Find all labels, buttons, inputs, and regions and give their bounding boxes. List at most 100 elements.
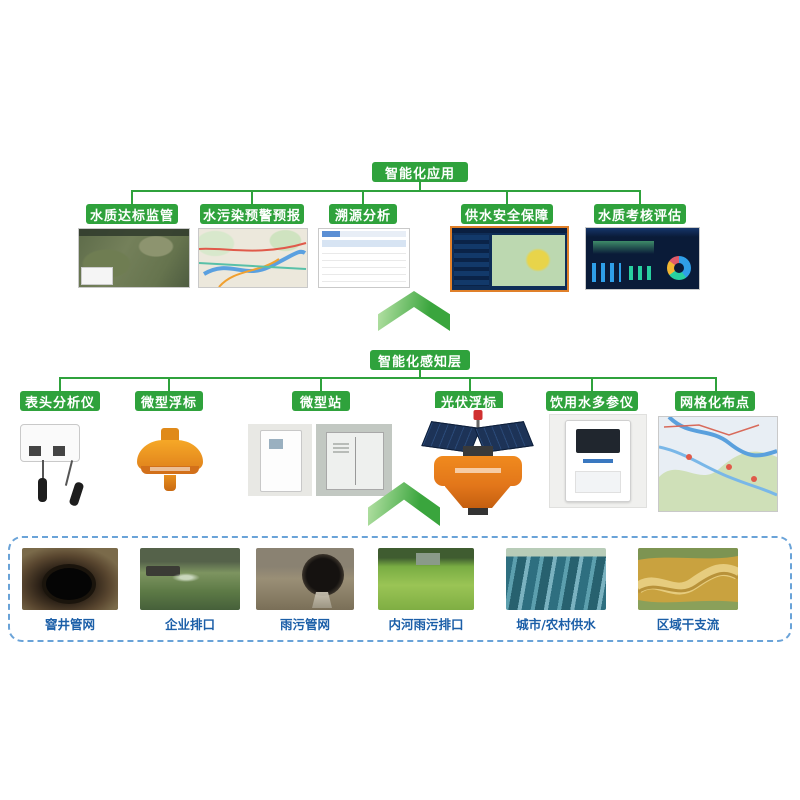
donut-hole-shape [674,263,685,274]
analyzer-port-shape [29,446,41,456]
buoy-stem-shape [164,475,176,491]
buoy-neck-shape [462,446,493,457]
micro-buoy-image [124,420,216,502]
probe-shape [38,478,47,502]
assessment-dashboard-screenshot [585,227,700,290]
connector-line [469,377,471,391]
sensor-item-micro-station: 微型站 [292,391,350,411]
area-chart-shape [592,241,654,254]
table-rows-shape [322,247,406,285]
connector-line [168,377,170,391]
cabinet-display-shape [269,439,283,449]
app-item-water-supply-safety: 供水安全保障 [461,204,553,224]
buoy-label-stripe-shape [454,468,501,473]
beacon-light-shape [473,410,482,420]
buoy-foot-shape [467,508,488,515]
grid-layout-map-image [658,416,778,512]
buoy-label-stripe-shape [150,467,190,471]
dashboard-title-bar-shape [586,228,699,237]
source-label-rain-sewage-network: 雨污管网 [279,617,330,632]
source-layer-container [8,536,792,642]
table-toolbar-shape [322,231,406,237]
map-lines-graphic [199,242,307,287]
cabinet-vent-shape [333,443,349,455]
micro-station-photo-indoor [248,424,312,496]
dashboard-map-panel-shape [492,235,565,287]
up-arrow [378,291,450,331]
connector-line [131,190,641,192]
buoy-cone-shape [444,486,511,508]
perception-layer-title: 智能化感知层 [370,350,470,370]
water-flow-shape [312,592,332,608]
source-label-inland-river-outfall: 内河雨污排口 [388,617,464,632]
manhole-network-photo [22,548,118,610]
connector-line [320,377,322,391]
regional-streams-photo [638,548,738,610]
inland-river-outfall-photo [378,548,474,610]
drinking-water-analyzer-image [549,414,647,508]
app-item-traceability-analysis: 溯源分析 [329,204,397,224]
bar-chart-shape [628,265,657,281]
dashboard-header-shape [452,228,567,233]
buoy-cap-shape [161,428,179,441]
connector-line [419,182,421,191]
app-item-water-quality-supervision: 水质达标监管 [86,204,178,224]
sensor-item-micro-buoy: 微型浮标 [135,391,203,411]
outfall-structure-shape [416,552,441,565]
source-label-manhole-network: 窨井管网 [44,617,95,632]
analyzer-panel-shape [575,471,621,493]
satellite-toolbar-shape [79,229,189,236]
river-graphic [638,548,738,610]
connector-line [362,190,364,204]
pipe-opening-shape [302,554,344,596]
table-header-shape [322,240,406,247]
manhole-rim-shape [42,564,96,604]
probe-cable-shape [64,460,74,486]
connector-line [591,377,593,391]
probe-cable-shape [42,460,44,480]
analyzer-screen-shape [576,429,620,453]
beacon-mast-shape [476,420,479,428]
cabinet-door-line-shape [355,437,356,485]
connector-line [59,377,717,379]
water-supply-dashboard-screenshot [450,226,569,292]
map-region-shape [524,248,551,272]
traceability-table-screenshot [318,228,410,288]
solar-buoy-image [420,408,535,518]
pollution-forecast-map-screenshot [198,228,308,288]
connector-line [639,190,641,204]
bar-chart-shape [591,263,622,282]
probe-shape [68,481,85,506]
rain-sewage-network-photo [256,548,354,610]
source-label-urban-rural-supply: 城市/农村供水 [516,617,596,632]
source-label-enterprise-outfall: 企业排口 [164,617,215,632]
connector-line [506,190,508,204]
donut-chart-shape [667,256,692,281]
micro-station-photo-outdoor [316,424,392,496]
satellite-info-panel-shape [81,267,113,285]
urban-rural-water-supply-photo [506,548,606,610]
satellite-map-screenshot [78,228,190,288]
connector-line [131,190,133,204]
probe-analyzer-image [12,418,107,506]
dashboard-list-panel-shape [454,235,489,287]
analyzer-logo-shape [583,459,613,463]
analyzer-port-shape [53,446,65,456]
connector-line [419,370,421,378]
station-cabinet-shape [326,432,384,490]
station-cabinet-shape [260,430,302,492]
grid-map-graphic [659,417,777,511]
source-label-regional-streams: 区域干支流 [656,617,720,632]
app-item-assessment-evaluation: 水质考核评估 [594,204,686,224]
sensor-item-grid-layout: 网格化布点 [675,391,755,411]
enterprise-outfall-photo [140,548,240,610]
app-layer-title: 智能化应用 [372,162,468,182]
sensor-item-solar-buoy: 光伏浮标 [435,391,503,411]
buoy-dome-shape [137,440,203,470]
sensor-item-drinking-water-analyzer: 饮用水多参仪 [546,391,638,411]
app-item-pollution-warning-forecast: 水污染预警预报 [200,204,304,224]
connector-line [715,377,717,391]
connector-line [251,190,253,204]
water-foam-shape [172,573,200,582]
